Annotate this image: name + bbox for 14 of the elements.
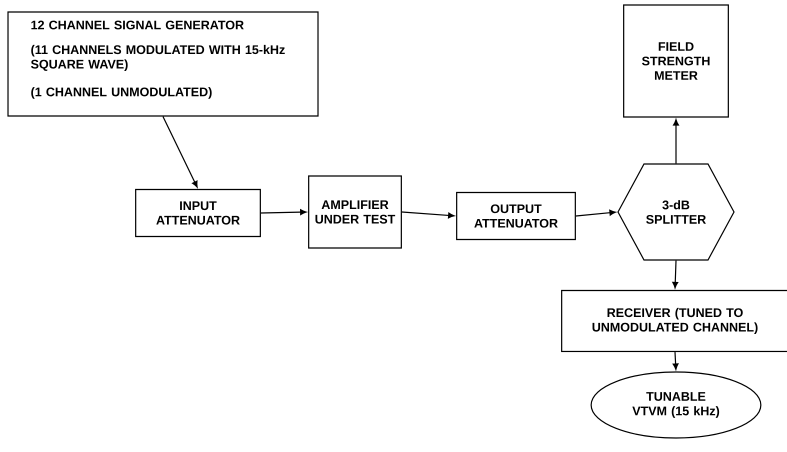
arrow [672, 352, 679, 370]
arrow [162, 116, 198, 188]
arrow [576, 210, 616, 217]
arrow [402, 211, 455, 218]
arrow [672, 260, 678, 288]
arrow [673, 119, 679, 164]
process-box: RECEIVER (TUNED TO UNMODULATED CHANNEL) [561, 290, 787, 352]
process-box: OUTPUT ATTENUATOR [456, 192, 576, 240]
signal-generator-box: 12 CHANNEL SIGNAL GENERATOR (11 CHANNELS MODULATED WITH 15-kHz SQUARE WAVE) (1 CHANNEL UNMODULATED) [7, 11, 319, 117]
arrow [260, 209, 307, 216]
process-box: AMPLIFIER UNDER TEST [308, 175, 402, 249]
process-box: INPUT ATTENUATOR [135, 188, 261, 238]
splitter-hexagon: 3-dB SPLITTER [617, 163, 735, 261]
process-box: FIELD STRENGTH METER [623, 4, 729, 118]
